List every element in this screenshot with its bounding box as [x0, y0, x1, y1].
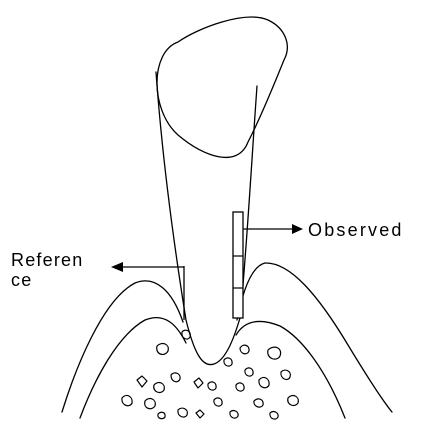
gingiva-outline — [62, 281, 183, 412]
reference-arrowhead — [111, 262, 123, 272]
reference-label-line1: Referen — [11, 250, 83, 270]
tooth-crown — [157, 17, 287, 157]
observed-label: Observed — [308, 220, 404, 240]
observed-measurement-bar — [233, 212, 243, 318]
bone-trabeculae — [122, 330, 298, 419]
observed-arrowhead — [292, 224, 303, 234]
gingiva-outline-right — [237, 263, 392, 412]
bone-crest — [80, 318, 186, 418]
reference-label-line2: ce — [11, 270, 32, 290]
